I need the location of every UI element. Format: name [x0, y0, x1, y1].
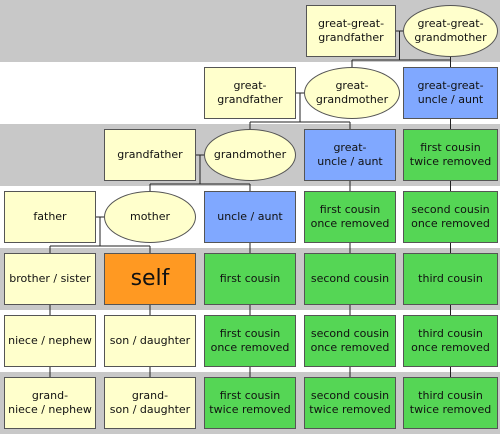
- node-second-cousin-once-removed: second cousin once removed: [403, 191, 498, 243]
- node-first-cousin: first cousin: [204, 253, 296, 305]
- oval-mother: mother: [104, 191, 196, 243]
- oval-great-grandmother: great- grandmother: [304, 67, 400, 119]
- node-grand-niece-nephew: grand- niece / nephew: [4, 377, 96, 429]
- node-self: self: [104, 253, 196, 305]
- oval-grandmother: grandmother: [204, 129, 296, 181]
- oval-great-great-grandmother: great-great- grandmother: [403, 5, 498, 57]
- node-great-great-uncle-aunt: great-great- uncle / aunt: [403, 67, 498, 119]
- node-grand-son-daughter: grand- son / daughter: [104, 377, 196, 429]
- node-son-daughter: son / daughter: [104, 315, 196, 367]
- node-uncle-aunt: uncle / aunt: [204, 191, 296, 243]
- node-niece-nephew: niece / nephew: [4, 315, 96, 367]
- node-third-cousin-once-removed: third cousin once removed: [403, 315, 498, 367]
- node-grandfather: grandfather: [104, 129, 196, 181]
- node-father: father: [4, 191, 96, 243]
- node-great-great-grandfather: great-great- grandfather: [306, 5, 396, 57]
- node-brother-sister: brother / sister: [4, 253, 96, 305]
- node-great-grandfather: great- grandfather: [204, 67, 296, 119]
- node-great-uncle-aunt: great- uncle / aunt: [304, 129, 396, 181]
- node-third-cousin-twice-removed: third cousin twice removed: [403, 377, 498, 429]
- node-first-cousin-twice-removed: first cousin twice removed: [204, 377, 296, 429]
- node-second-cousin-twice-removed: second cousin twice removed: [304, 377, 396, 429]
- node-second-cousin: second cousin: [304, 253, 396, 305]
- node-first-cousin-once-removed: first cousin once removed: [304, 191, 396, 243]
- node-first-cousin-once-removed: first cousin once removed: [204, 315, 296, 367]
- node-third-cousin: third cousin: [403, 253, 498, 305]
- node-second-cousin-once-removed: second cousin once removed: [304, 315, 396, 367]
- node-first-cousin-twice-removed: first cousin twice removed: [403, 129, 498, 181]
